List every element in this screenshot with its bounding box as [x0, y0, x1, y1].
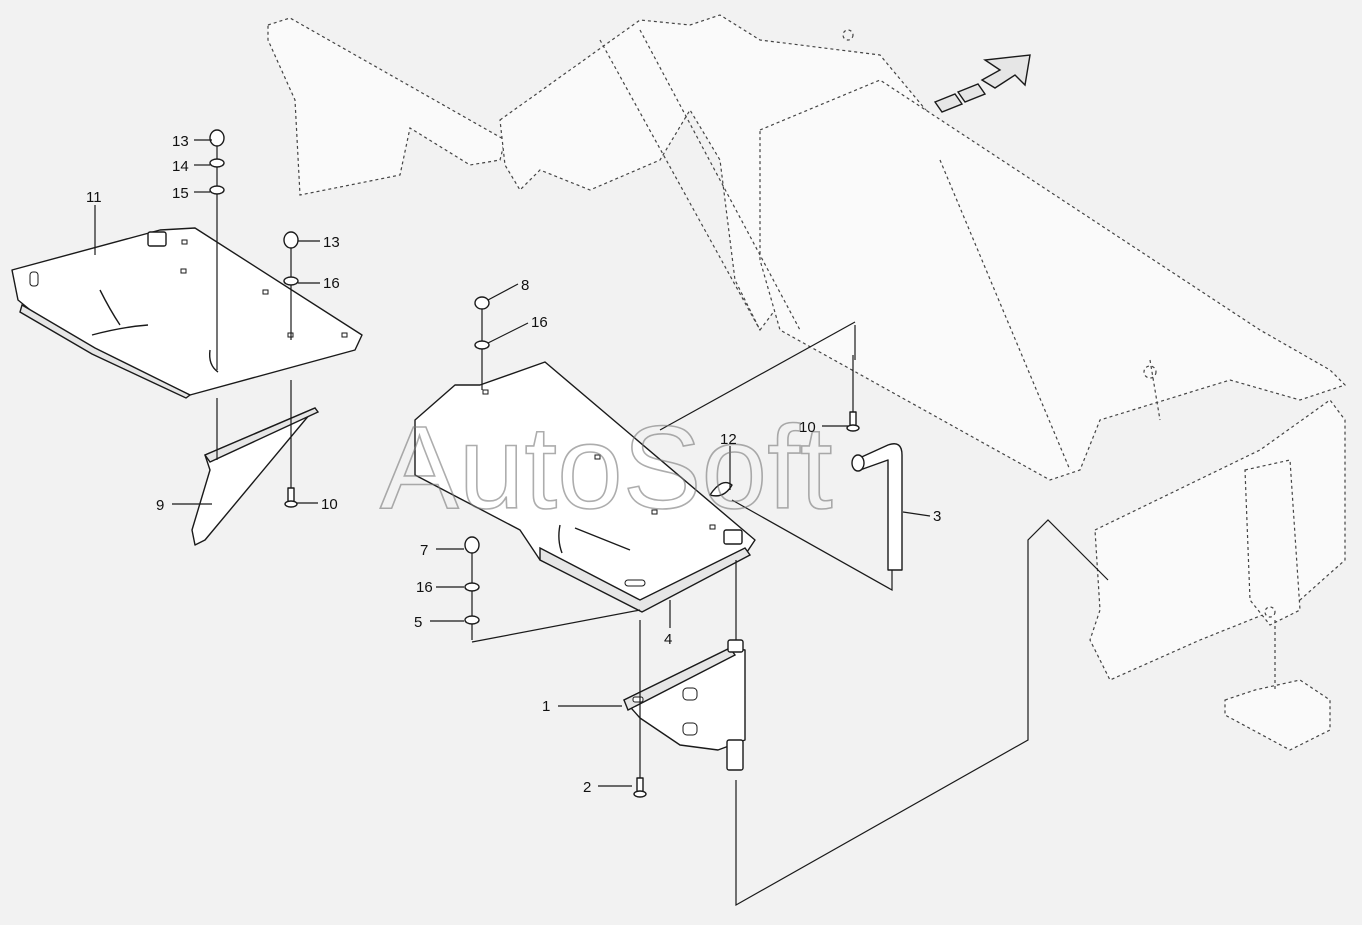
part-1-hinge	[623, 639, 746, 771]
callout-14: 14	[172, 158, 189, 175]
fastener-stack-center	[474, 296, 490, 390]
direction-arrow-icon	[933, 54, 1031, 113]
bolt-2	[633, 620, 647, 798]
callout-15: 15	[172, 185, 189, 202]
fastener-stack-left	[209, 129, 225, 370]
watermark-text: AutoSoft	[380, 402, 833, 534]
callout-5: 5	[414, 614, 422, 631]
part-9-bracket	[191, 407, 320, 546]
callout-12: 12	[720, 431, 737, 448]
callout-10-left: 10	[321, 496, 338, 513]
callout-9: 9	[156, 497, 164, 514]
fastener-stack-right	[283, 231, 299, 508]
callout-13-top: 13	[172, 133, 189, 150]
part-3-rod	[851, 443, 903, 571]
chassis-frame	[267, 14, 1347, 751]
callout-16-right: 16	[323, 275, 340, 292]
callout-labels: 13 14 15 13 16 11 9 10 8 16 7 16 5 10 12…	[86, 133, 941, 796]
callout-7: 7	[420, 542, 428, 559]
callout-10-right: 10	[799, 419, 816, 436]
callout-8: 8	[521, 277, 529, 294]
fastener-stack-lower	[464, 536, 480, 640]
part-4-cover	[414, 361, 756, 613]
pin-12	[709, 481, 733, 497]
assembly-lines	[216, 321, 1109, 907]
bolt-10-right	[846, 355, 860, 432]
callout-16-center: 16	[531, 314, 548, 331]
callout-3: 3	[933, 508, 941, 525]
callout-11: 11	[86, 189, 102, 206]
callout-16-lower: 16	[416, 579, 433, 596]
callout-1: 1	[542, 698, 550, 715]
callout-13-right: 13	[323, 234, 340, 251]
part-11-plate	[11, 227, 363, 399]
callout-4: 4	[664, 631, 672, 648]
callout-2: 2	[583, 779, 591, 796]
callout-leaders	[94, 139, 931, 787]
